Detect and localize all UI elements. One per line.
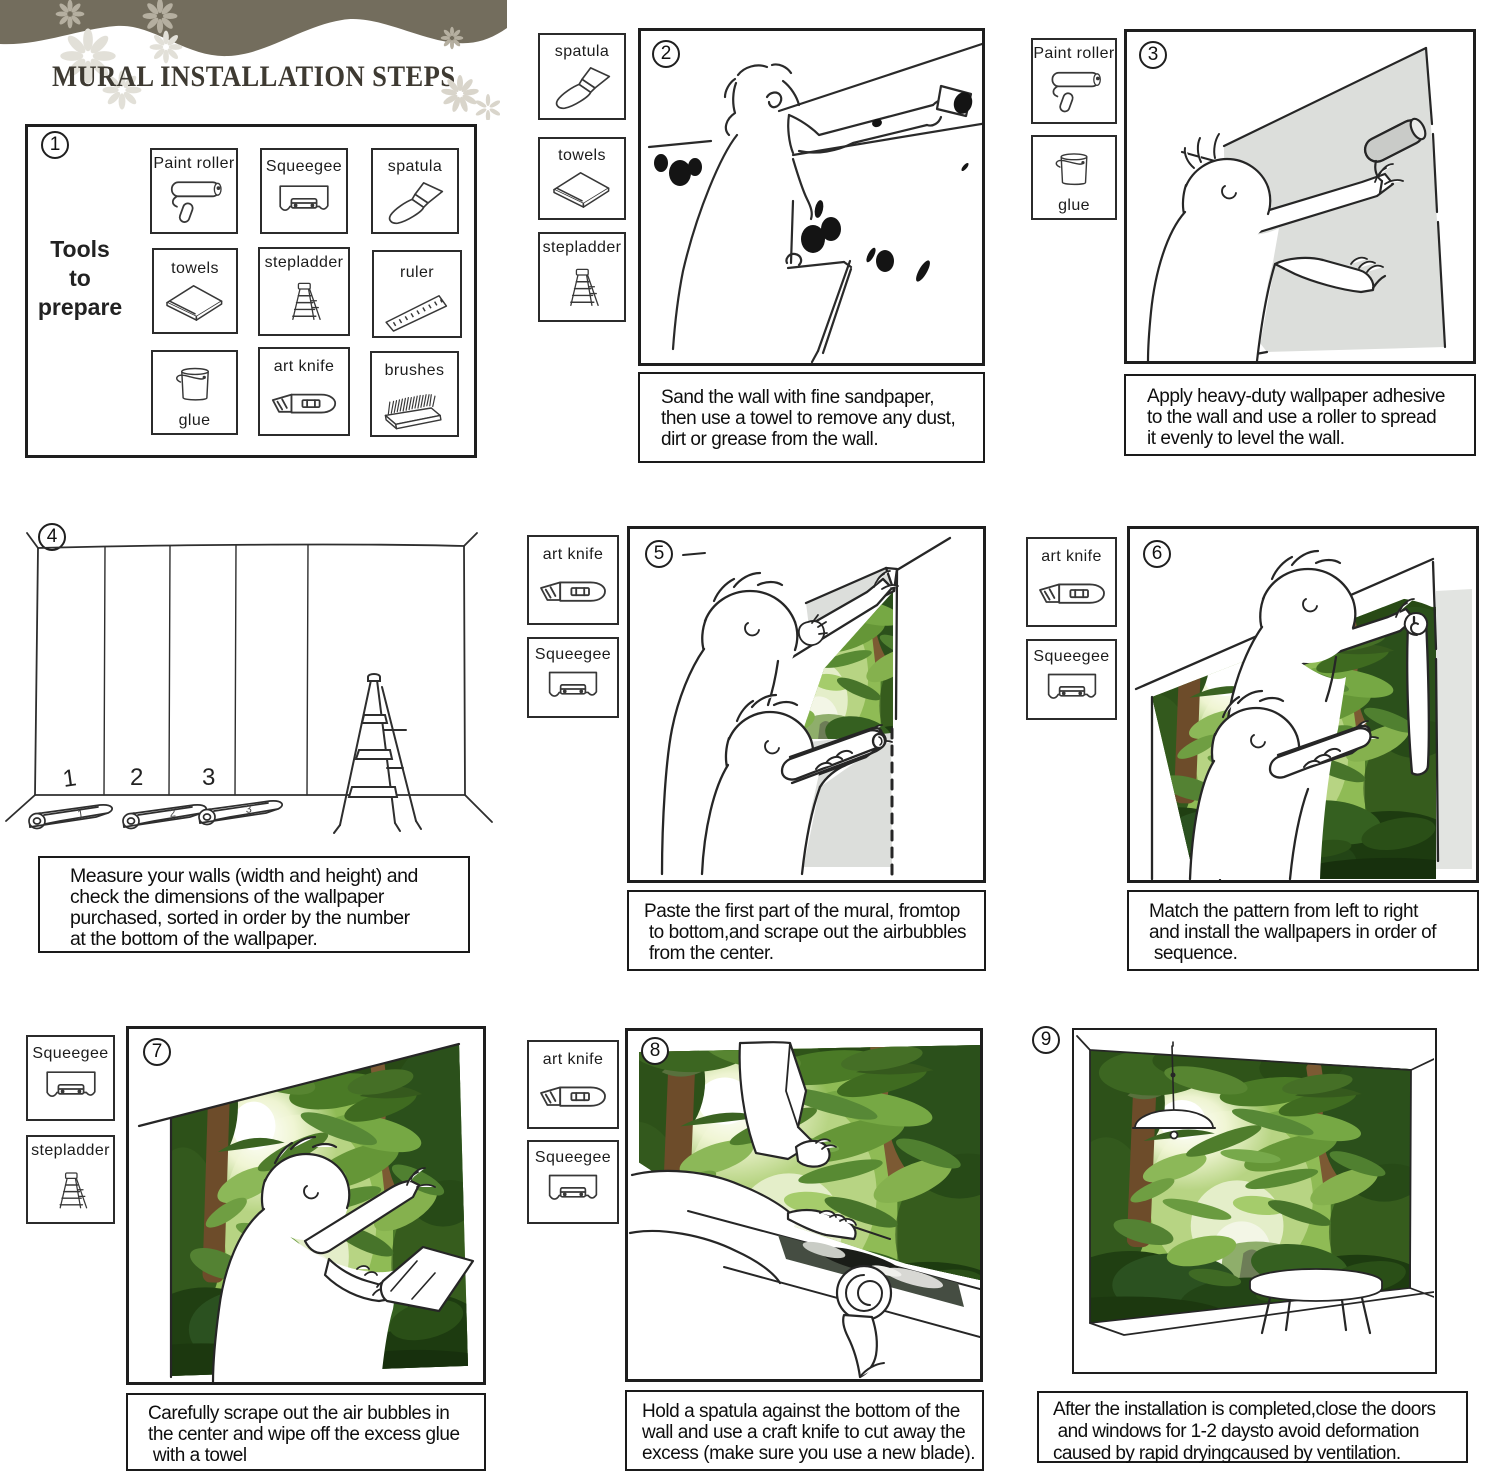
svg-text:1: 1 [77,808,85,821]
svg-text:3: 3 [202,764,215,791]
svg-text:1: 1 [61,764,78,793]
svg-text:3: 3 [245,803,253,816]
svg-text:2: 2 [169,807,177,820]
svg-text:2: 2 [130,764,143,791]
